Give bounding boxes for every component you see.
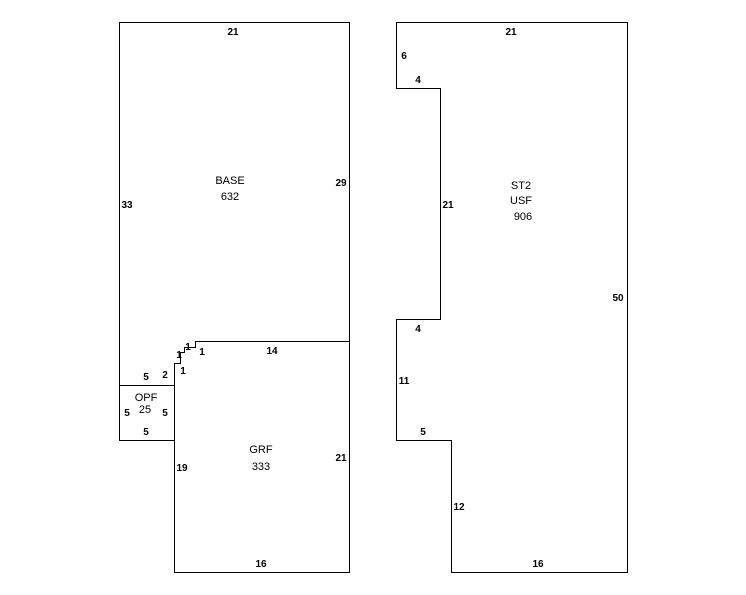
opf-area-size: 25 — [139, 404, 151, 416]
base-area-outline — [119, 22, 350, 386]
st2-bottom-dimension: 16 — [532, 559, 544, 570]
base-top-dimension: 21 — [227, 27, 239, 38]
st2-step-dimension: 5 — [420, 427, 426, 438]
st2-area-size: 906 — [514, 211, 532, 223]
st2-area-name: ST2 — [511, 180, 531, 192]
base-left-dimension: 33 — [121, 200, 133, 211]
base-step-top-dimension: 14 — [266, 346, 278, 357]
st2-top-dimension: 21 — [505, 27, 517, 38]
st2-notch-bottom-dimension: 4 — [415, 324, 421, 335]
st2-notch-top-dimension: 4 — [415, 75, 421, 86]
opf-right-dimension: 5 — [162, 408, 168, 419]
grf-right-dimension: 21 — [335, 453, 347, 464]
base-step-dimension-e: 2 — [162, 370, 168, 381]
grf-area-name: GRF — [249, 444, 273, 456]
opf-left-dimension: 5 — [124, 408, 130, 419]
base-step-dimension-a: 1 — [185, 342, 191, 353]
opf-area-name: OPF — [135, 392, 158, 404]
grf-area-size: 333 — [252, 461, 270, 473]
opf-top-dimension: 5 — [143, 372, 149, 383]
base-right-dimension: 29 — [335, 178, 347, 189]
st2-right-dimension: 50 — [612, 293, 624, 304]
st2-lower-side-dimension: 12 — [453, 502, 465, 513]
base-step-dimension-d: 1 — [180, 366, 186, 377]
st2-notch-side-dimension: 21 — [442, 200, 454, 211]
st2-left-lower-dimension: 11 — [399, 376, 410, 387]
grf-bottom-dimension: 16 — [255, 559, 267, 570]
base-area-size: 632 — [221, 191, 239, 203]
base-area-name: BASE — [215, 175, 244, 187]
opf-bottom-dimension: 5 — [143, 427, 149, 438]
base-step-dimension-c: 1 — [176, 350, 182, 361]
st2-area-subname: USF — [510, 195, 532, 207]
st2-area-outline — [396, 22, 628, 573]
st2-top-left-dimension: 6 — [401, 51, 407, 62]
grf-left-dimension: 19 — [176, 463, 188, 474]
grf-area-outline — [174, 341, 350, 573]
base-step-dimension-b: 1 — [199, 347, 205, 358]
